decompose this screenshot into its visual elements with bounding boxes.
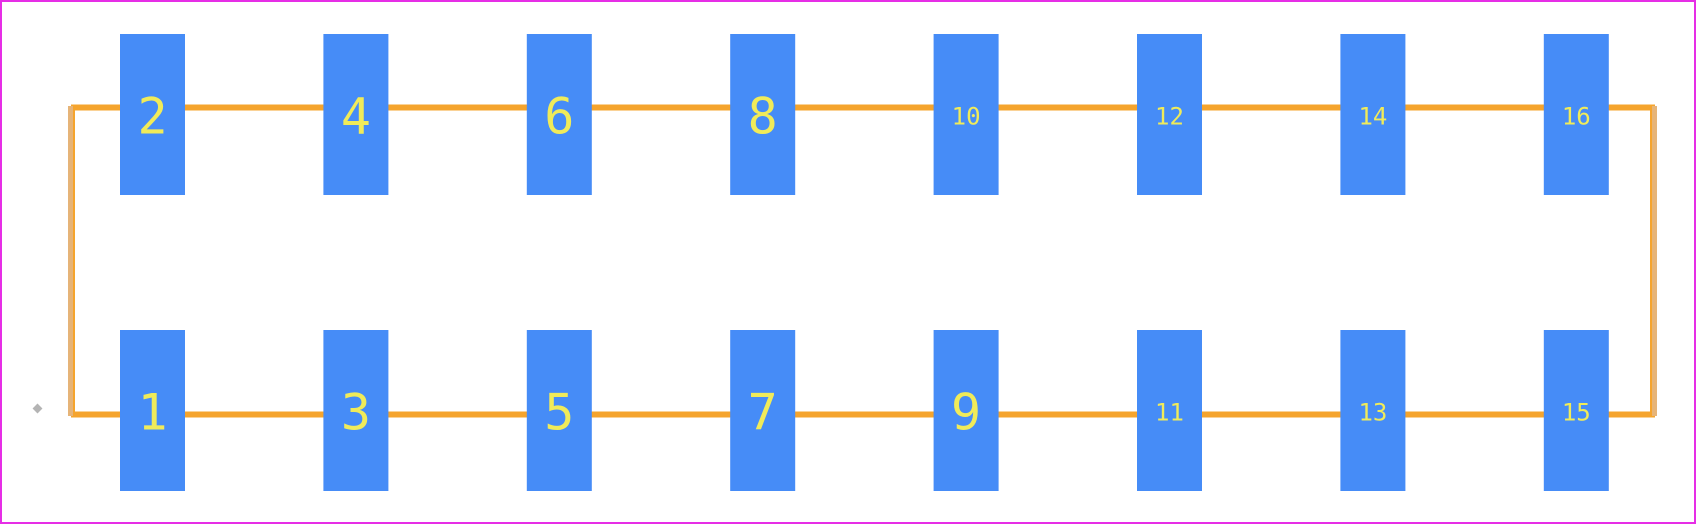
pad-1-label: 1 bbox=[137, 384, 167, 442]
pad-16-shape bbox=[1543, 34, 1609, 195]
pad-13-label: 13 bbox=[1358, 399, 1387, 427]
pad-9-shape bbox=[933, 330, 999, 491]
pad-2: 2 bbox=[120, 34, 185, 195]
pad-13-shape bbox=[1340, 330, 1406, 491]
pad-4-shape bbox=[323, 34, 389, 195]
pad-16: 16 bbox=[1543, 34, 1609, 195]
pad-5-label: 5 bbox=[544, 384, 574, 442]
pad-6-label: 6 bbox=[544, 88, 574, 146]
pad-11-label: 11 bbox=[1155, 399, 1184, 427]
pad-15: 15 bbox=[1543, 330, 1609, 491]
pad-14: 14 bbox=[1340, 34, 1406, 195]
pad-4-label: 4 bbox=[341, 88, 371, 146]
pad-7: 7 bbox=[730, 330, 796, 491]
pad-5-shape bbox=[526, 330, 592, 491]
pad-13: 13 bbox=[1340, 330, 1406, 491]
pad-10: 10 bbox=[933, 34, 999, 195]
pad-9-label: 9 bbox=[951, 384, 981, 442]
pad-3: 3 bbox=[323, 330, 389, 491]
pad-6-shape bbox=[526, 34, 592, 195]
pad-15-label: 15 bbox=[1562, 399, 1591, 427]
pad-14-label: 14 bbox=[1358, 103, 1387, 131]
pad-1: 1 bbox=[120, 330, 185, 491]
pad-7-shape bbox=[730, 330, 796, 491]
pad-3-label: 3 bbox=[341, 384, 371, 442]
pad-8-shape bbox=[730, 34, 796, 195]
pad-7-label: 7 bbox=[748, 384, 778, 442]
pad-16-label: 16 bbox=[1562, 103, 1591, 131]
pad-1-shape bbox=[120, 330, 185, 491]
pad-8-label: 8 bbox=[748, 88, 778, 146]
pad-6: 6 bbox=[526, 34, 592, 195]
pad-3-shape bbox=[323, 330, 389, 491]
pad-11-shape bbox=[1137, 330, 1202, 491]
pad-12-shape bbox=[1137, 34, 1202, 195]
pad-12: 12 bbox=[1137, 34, 1202, 195]
pad-12-label: 12 bbox=[1155, 103, 1184, 131]
pad-2-label: 2 bbox=[137, 88, 167, 146]
pad-10-shape bbox=[933, 34, 999, 195]
pad-9: 9 bbox=[933, 330, 999, 491]
pad-10-label: 10 bbox=[952, 103, 981, 131]
pad-5: 5 bbox=[526, 330, 592, 491]
pad-14-shape bbox=[1340, 34, 1406, 195]
pad-8: 8 bbox=[730, 34, 796, 195]
pad-2-shape bbox=[120, 34, 185, 195]
pad-11: 11 bbox=[1137, 330, 1202, 491]
pad-15-shape bbox=[1543, 330, 1609, 491]
pad-4: 4 bbox=[323, 34, 389, 195]
